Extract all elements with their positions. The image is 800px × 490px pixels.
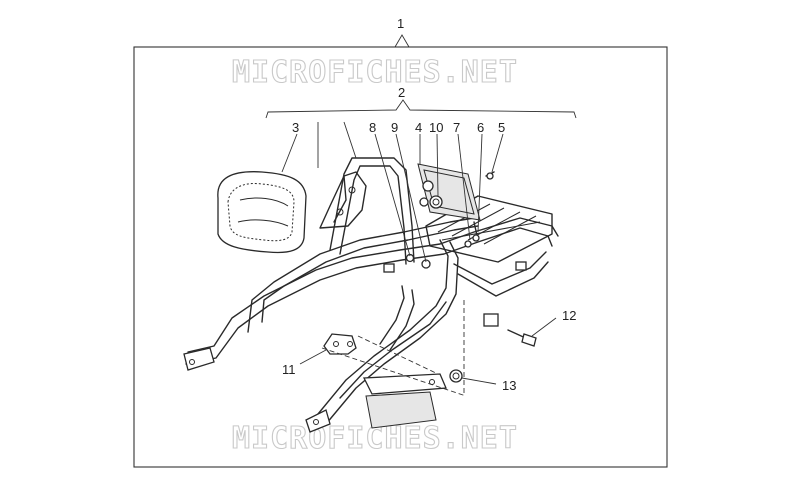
mounting-plate (362, 373, 447, 429)
nut (449, 369, 463, 383)
subassembly-brace-2 (265, 99, 577, 119)
fastener-set-upper (405, 171, 495, 269)
backrest-pad (217, 171, 307, 254)
callout-13: 13 (502, 378, 516, 393)
callout-10: 10 (429, 120, 443, 135)
callout-8: 8 (369, 120, 376, 135)
callout-3: 3 (292, 120, 299, 135)
clamp-bracket (323, 333, 357, 355)
callout-1: 1 (397, 16, 404, 31)
reflector-plate (417, 163, 481, 221)
side-rail (305, 239, 459, 433)
watermark-top: MICROFICHES.NET (232, 55, 518, 90)
assembly-guides (321, 300, 467, 397)
assembly-bracket-1 (394, 34, 410, 48)
screw (507, 329, 537, 347)
assembly-frame (133, 46, 668, 468)
callout-7: 7 (453, 120, 460, 135)
callout-11: 11 (282, 362, 296, 377)
callout-12: 12 (562, 308, 576, 323)
callout-4: 4 (415, 120, 422, 135)
luggage-rack-frame (183, 157, 559, 371)
callout-5: 5 (498, 120, 505, 135)
callout-9: 9 (391, 120, 398, 135)
callout-2: 2 (398, 85, 405, 100)
callout-6: 6 (477, 120, 484, 135)
leader-lines (281, 121, 557, 385)
rear-tab (483, 313, 499, 327)
